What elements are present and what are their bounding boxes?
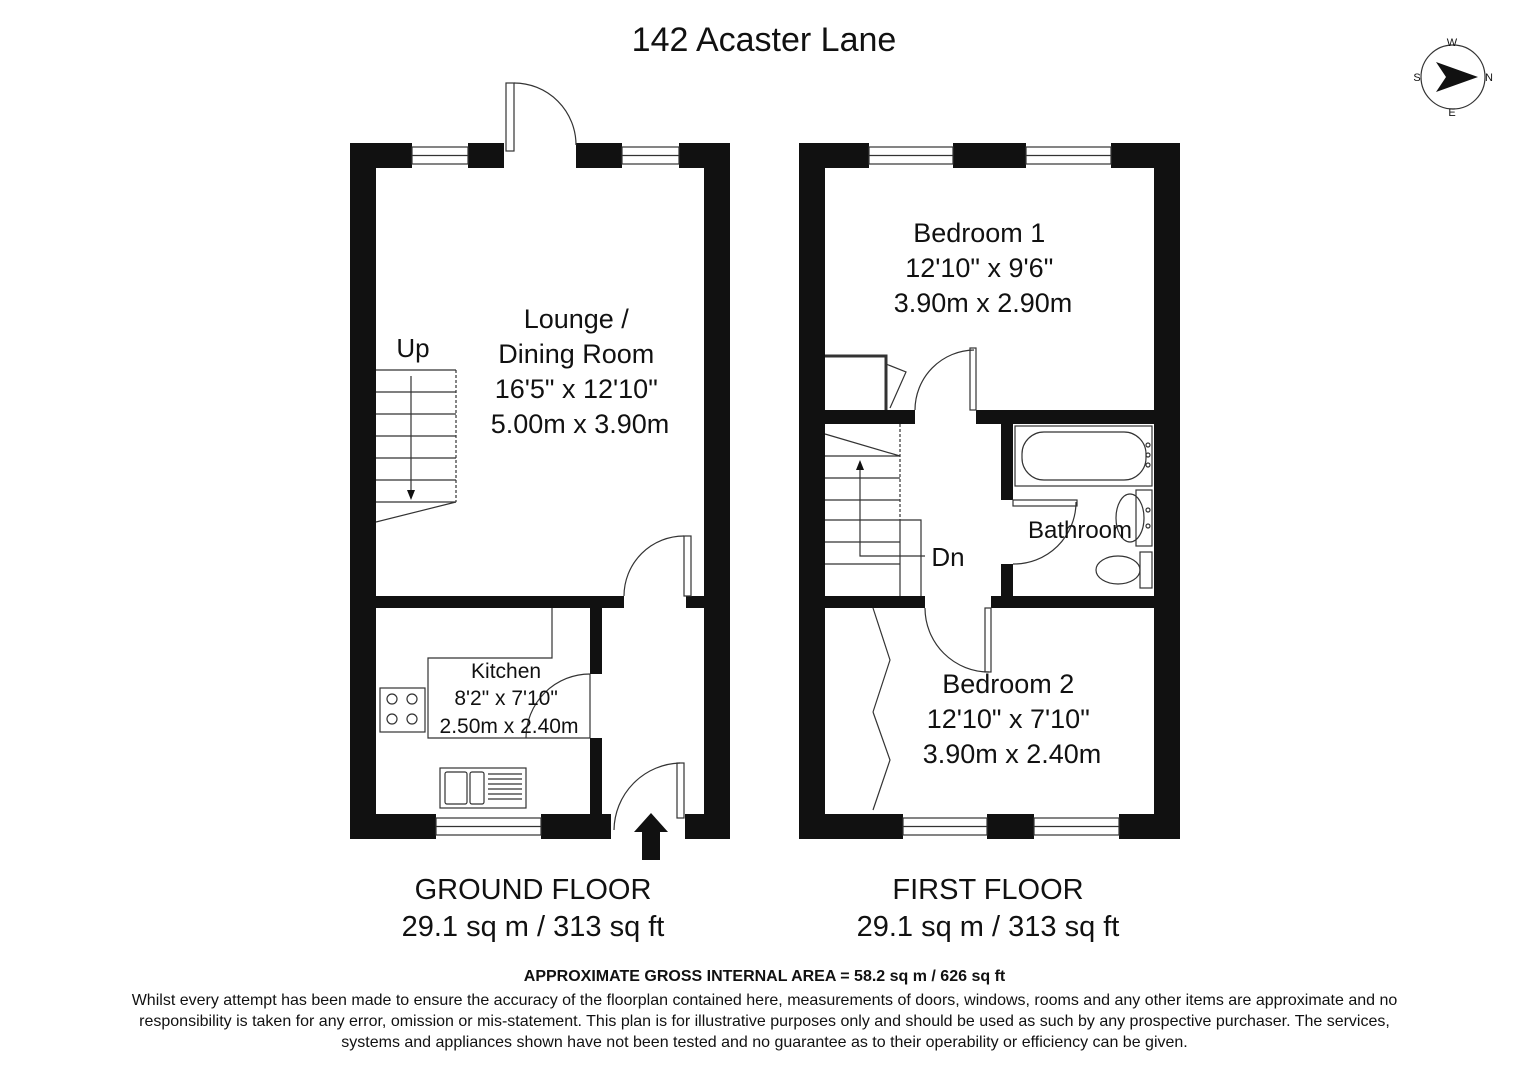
compass-arrow-icon (1436, 62, 1478, 92)
first-floor-doors (825, 347, 1078, 811)
first-floor-walls (799, 143, 1180, 839)
ground-floor-name: GROUND FLOOR (415, 874, 652, 906)
kitchen-label: Kitchen 8'2" x 7'10" 2.50m x 2.40m (440, 660, 579, 738)
ground-floor-windows (411, 146, 680, 836)
entrance-arrow-icon (634, 813, 668, 860)
stairs-up-arrow-icon (856, 460, 864, 470)
compass: W S N E (1413, 37, 1493, 119)
ground-floor-plan: Up Lounge / Dining Room 16'5" x 12'10" 5… (350, 82, 730, 943)
ground-floor-area: 29.1 sq m / 313 sq ft (402, 911, 665, 943)
bedroom-2-label: Bedroom 2 12'10" x 7'10" 3.90m x 2.40m (923, 669, 1102, 769)
first-floor-name: FIRST FLOOR (892, 874, 1083, 906)
ground-floor-doors (505, 82, 692, 831)
lounge-label: Lounge / Dining Room 16'5" x 12'10" 5.00… (491, 304, 670, 439)
footer: APPROXIMATE GROSS INTERNAL AREA = 58.2 s… (0, 968, 1529, 1053)
stairs-up-label: Up (396, 333, 429, 363)
first-floor-area: 29.1 sq m / 313 sq ft (857, 911, 1120, 943)
bathroom-fittings (1014, 425, 1153, 589)
compass-e: E (1448, 107, 1455, 119)
stairs-down-label: Dn (931, 542, 964, 572)
ground-floor-stairs (375, 369, 457, 523)
stairs-down-arrow-icon (407, 490, 415, 500)
plan-title: 142 Acaster Lane (632, 21, 897, 59)
bedroom-1-label: Bedroom 1 12'10" x 9'6" 3.90m x 2.90m (894, 218, 1073, 318)
compass-n: N (1485, 72, 1493, 84)
first-floor-stairs (824, 424, 925, 596)
gross-internal-area: APPROXIMATE GROSS INTERNAL AREA = 58.2 s… (523, 968, 1006, 985)
kitchen-fittings (379, 608, 590, 809)
first-floor-windows (868, 146, 1120, 836)
ground-floor-walls (350, 143, 730, 839)
first-floor-plan: Dn Bedroom 1 12'10" x 9'6" 3.90m x 2.90m… (799, 143, 1180, 943)
compass-s: S (1413, 72, 1420, 84)
compass-w: W (1447, 37, 1458, 49)
disclaimer: Whilst every attempt has been made to en… (131, 992, 1398, 1051)
bathroom-label: Bathroom (1028, 517, 1132, 544)
